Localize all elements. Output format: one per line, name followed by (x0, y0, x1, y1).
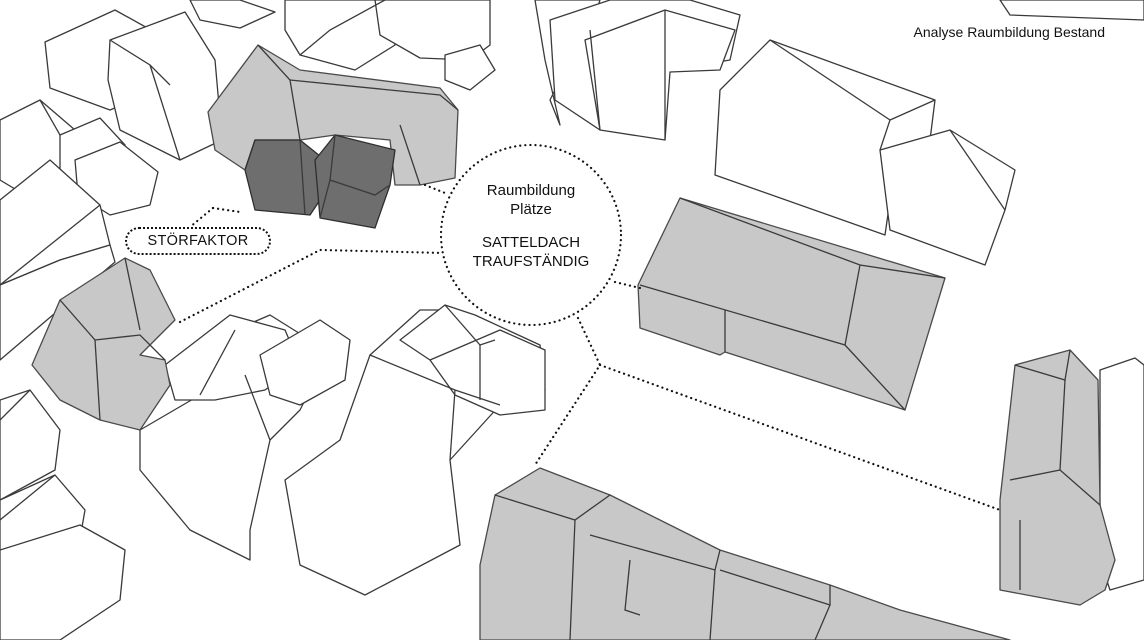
building (999, 0, 1144, 21)
building (584, 9, 736, 141)
building (0, 389, 61, 501)
leader-east (598, 363, 1002, 512)
leader-stoerfaktor (211, 206, 242, 214)
annotation-circle (439, 143, 623, 327)
roof-lines (0, 0, 1006, 521)
circle-label: Raumbildung Plätze SATTELDACH TRAUFSTÄND… (441, 181, 621, 271)
stoerfaktor-building (244, 134, 396, 229)
building (0, 524, 126, 640)
annotation-lines (178, 143, 1002, 512)
leader-west (178, 248, 444, 324)
stoerfaktor-label: STÖRFAKTOR (125, 227, 271, 255)
gable-building-east (999, 349, 1116, 606)
circle-label-line3: SATTELDACH (481, 234, 581, 251)
dark-building-west (244, 139, 326, 216)
circle-label-line4: TRAUFSTÄNDIG (472, 253, 590, 270)
building (259, 319, 351, 406)
highlighted-buildings (31, 44, 1116, 640)
leader-stoerfaktor-2 (188, 206, 215, 229)
building (879, 129, 1016, 266)
gable-building-center (637, 197, 946, 411)
building (189, 0, 276, 29)
page-title: Analyse Raumbildung Bestand (913, 24, 1105, 40)
highlight-roof-lines (59, 44, 1101, 640)
gable-building-south (479, 467, 1011, 640)
leader-center (613, 280, 642, 290)
building (444, 44, 496, 91)
leader-north (423, 183, 447, 195)
building (284, 0, 396, 71)
dark-building-east (314, 134, 396, 229)
circle-label-line1: Raumbildung (486, 182, 576, 199)
building (107, 11, 223, 161)
stoerfaktor-text: STÖRFAKTOR (147, 233, 249, 249)
building (0, 244, 116, 361)
dark-building-lines (299, 134, 391, 219)
gable-building-west (31, 257, 176, 431)
circle-label-line2: Plätze (510, 201, 552, 218)
